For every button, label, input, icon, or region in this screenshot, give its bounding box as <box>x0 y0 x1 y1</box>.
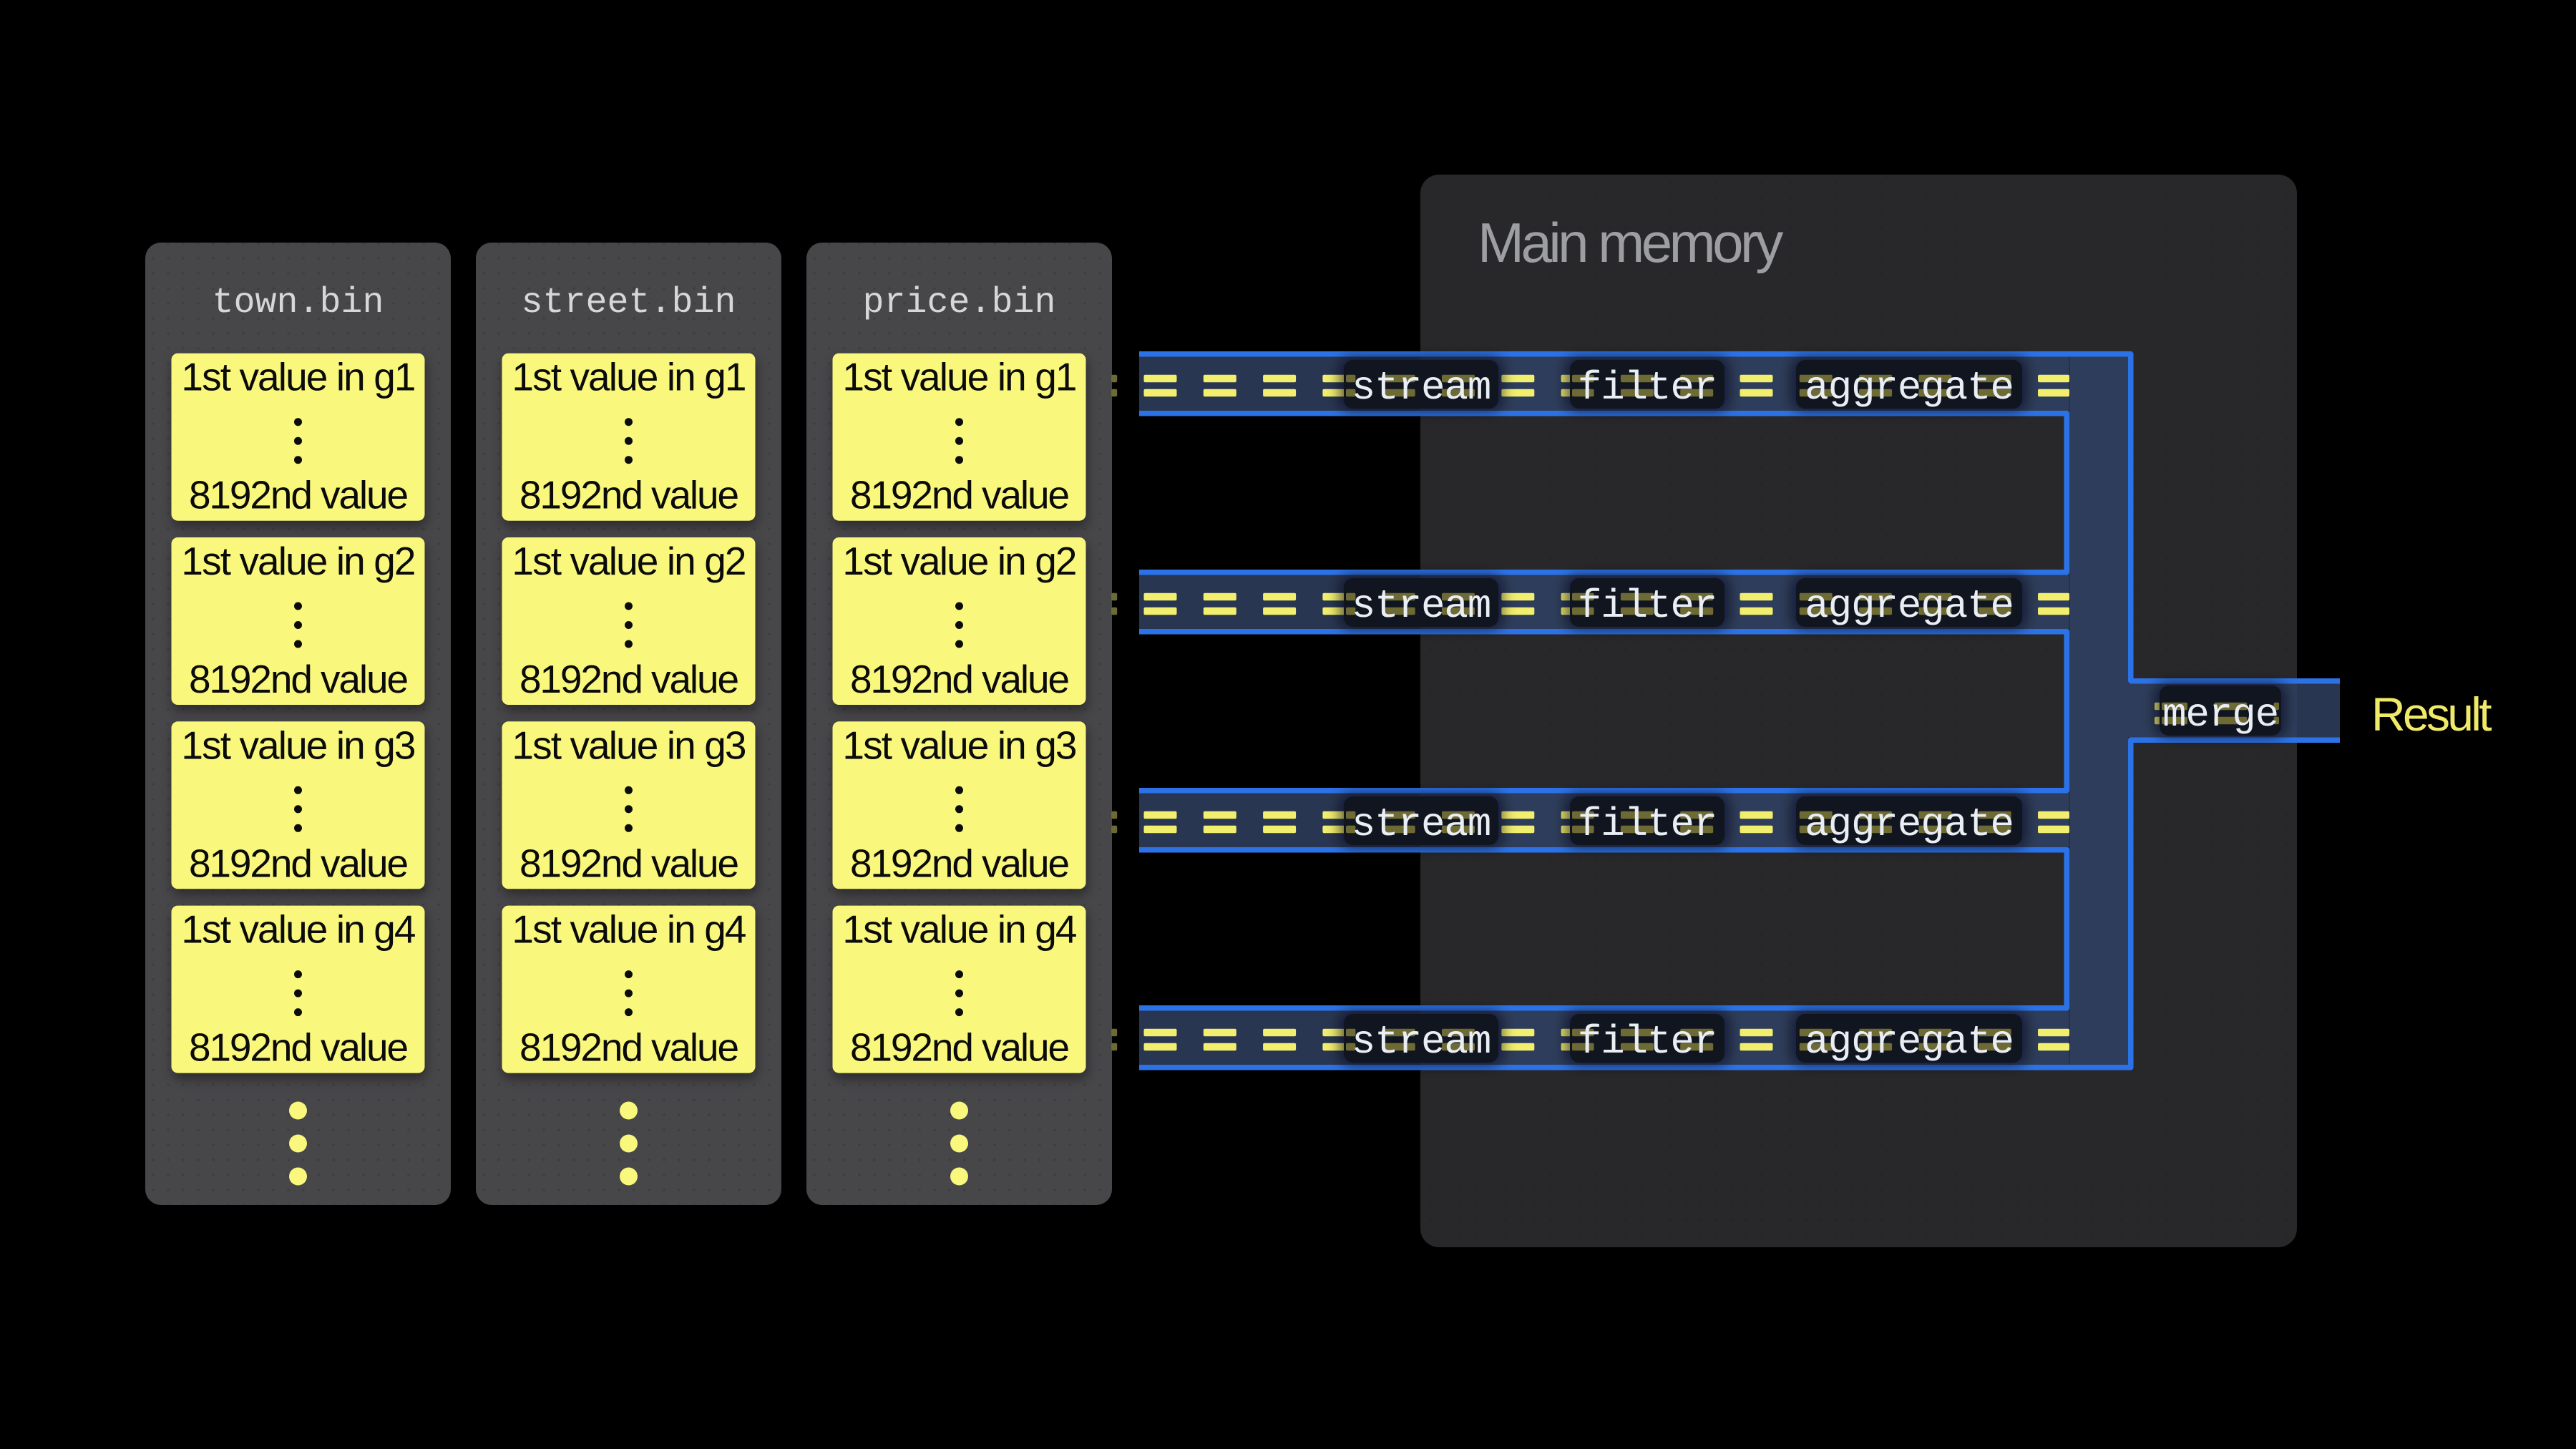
svg-text:1st value in g1: 1st value in g1 <box>512 355 745 399</box>
svg-text:stream: stream <box>1352 1019 1491 1065</box>
svg-text:1st value in g2: 1st value in g2 <box>842 539 1075 583</box>
svg-text:aggregate: aggregate <box>1805 583 2014 629</box>
svg-text:8192nd value: 8192nd value <box>850 1025 1069 1070</box>
svg-text:1st value in g2: 1st value in g2 <box>512 539 745 583</box>
svg-text:aggregate: aggregate <box>1805 365 2014 411</box>
svg-text:8192nd value: 8192nd value <box>519 657 738 701</box>
svg-text:filter: filter <box>1578 365 1717 411</box>
svg-text:1st value in g4: 1st value in g4 <box>181 907 414 952</box>
svg-text:8192nd value: 8192nd value <box>189 657 408 701</box>
svg-text:1st value in g2: 1st value in g2 <box>181 539 414 583</box>
svg-text:8192nd value: 8192nd value <box>519 841 738 885</box>
svg-text:street.bin: street.bin <box>521 283 736 323</box>
svg-text:8192nd value: 8192nd value <box>519 1025 738 1070</box>
svg-text:1st value in g4: 1st value in g4 <box>512 907 745 952</box>
svg-text:town.bin: town.bin <box>212 283 384 323</box>
svg-text:price.bin: price.bin <box>862 283 1055 323</box>
svg-text:1st value in g3: 1st value in g3 <box>181 723 414 767</box>
svg-text:merge: merge <box>2162 692 2278 738</box>
svg-text:8192nd value: 8192nd value <box>189 1025 408 1070</box>
svg-text:1st value in g1: 1st value in g1 <box>181 355 414 399</box>
svg-text:Result: Result <box>2371 688 2492 741</box>
svg-text:1st value in g1: 1st value in g1 <box>842 355 1075 399</box>
svg-text:stream: stream <box>1352 365 1491 411</box>
svg-text:filter: filter <box>1578 801 1717 847</box>
svg-text:Main memory: Main memory <box>1478 211 1783 274</box>
svg-text:8192nd value: 8192nd value <box>189 841 408 885</box>
svg-text:aggregate: aggregate <box>1805 801 2014 847</box>
svg-text:aggregate: aggregate <box>1805 1019 2014 1065</box>
svg-text:8192nd value: 8192nd value <box>189 473 408 517</box>
svg-text:8192nd value: 8192nd value <box>850 657 1069 701</box>
svg-text:stream: stream <box>1352 801 1491 847</box>
svg-text:1st value in g3: 1st value in g3 <box>512 723 745 767</box>
svg-text:filter: filter <box>1578 1019 1717 1065</box>
svg-text:stream: stream <box>1352 583 1491 629</box>
svg-text:filter: filter <box>1578 583 1717 629</box>
svg-text:1st value in g3: 1st value in g3 <box>842 723 1075 767</box>
svg-text:1st value in g4: 1st value in g4 <box>842 907 1075 952</box>
svg-text:8192nd value: 8192nd value <box>850 473 1069 517</box>
svg-text:8192nd value: 8192nd value <box>519 473 738 517</box>
svg-text:8192nd value: 8192nd value <box>850 841 1069 885</box>
